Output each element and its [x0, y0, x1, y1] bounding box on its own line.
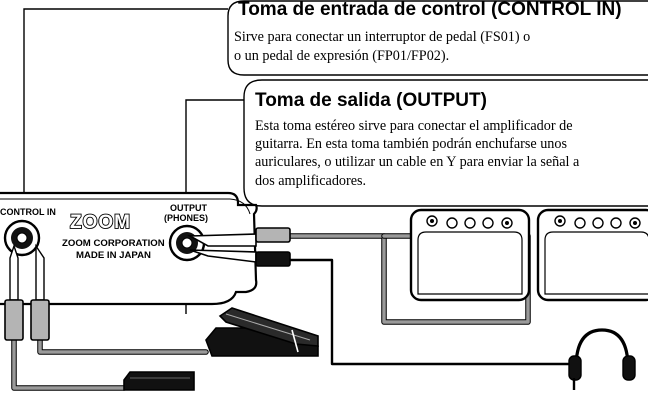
company-name: ZOOM CORPORATION	[62, 238, 165, 249]
amplifier-1	[409, 208, 531, 302]
output-jack-sublabel: (PHONES)	[164, 213, 208, 223]
zoom-logo: ZOOM	[70, 212, 131, 233]
output-callout: Toma de salida (OUTPUT) Esta toma estére…	[243, 79, 648, 207]
cable-to-footswitch	[11, 335, 127, 391]
output-callout-line-1: Esta toma estéreo sirve para conectar el…	[255, 118, 573, 134]
control-in-plugs	[4, 243, 50, 341]
output-callout-line-2: guitarra. En esta toma también podrán en…	[255, 136, 567, 152]
control-in-jack-pin	[16, 232, 28, 244]
control-plug-1	[4, 299, 24, 341]
control-in-callout-frame	[227, 0, 648, 76]
made-in-label: MADE IN JAPAN	[76, 250, 151, 261]
headphones-icon	[568, 328, 636, 390]
output-plug-black	[255, 251, 291, 267]
brand-block: ZOOM ZOOM CORPORATION MADE IN JAPAN	[62, 211, 165, 261]
control-in-callout-line-1: Sirve para conectar un interruptor de pe…	[234, 29, 530, 45]
control-in-jack-label: CONTROL IN	[0, 207, 56, 217]
device-rear-panel	[0, 191, 258, 306]
output-plug	[187, 227, 291, 267]
output-callout-title: Toma de salida (OUTPUT)	[255, 90, 487, 111]
panel-edge-line	[0, 198, 251, 215]
control-in-callout-line-2: o un pedal de expresión (FP01/FP02).	[234, 48, 449, 64]
foot-switch	[123, 371, 195, 391]
control-in-callout-title: Toma de entrada de control (CONTROL IN)	[238, 0, 622, 20]
cable-to-headphones	[286, 258, 575, 366]
amplifier-2	[536, 208, 648, 302]
panel-outline	[0, 191, 258, 306]
output-jack-pin	[181, 237, 193, 249]
output-jack-label: OUTPUT	[170, 203, 208, 213]
output-callout-line-4: dos amplificadores.	[255, 173, 366, 189]
control-in-callout: Toma de entrada de control (CONTROL IN) …	[227, 0, 648, 76]
control-plug-2	[30, 299, 50, 341]
output-callout-line-3: auriculares, o utilizar un cable en Y pa…	[255, 154, 580, 170]
expression-pedal	[205, 307, 319, 357]
cable-to-expression-pedal	[37, 335, 209, 355]
output-plug-gray	[255, 227, 291, 243]
